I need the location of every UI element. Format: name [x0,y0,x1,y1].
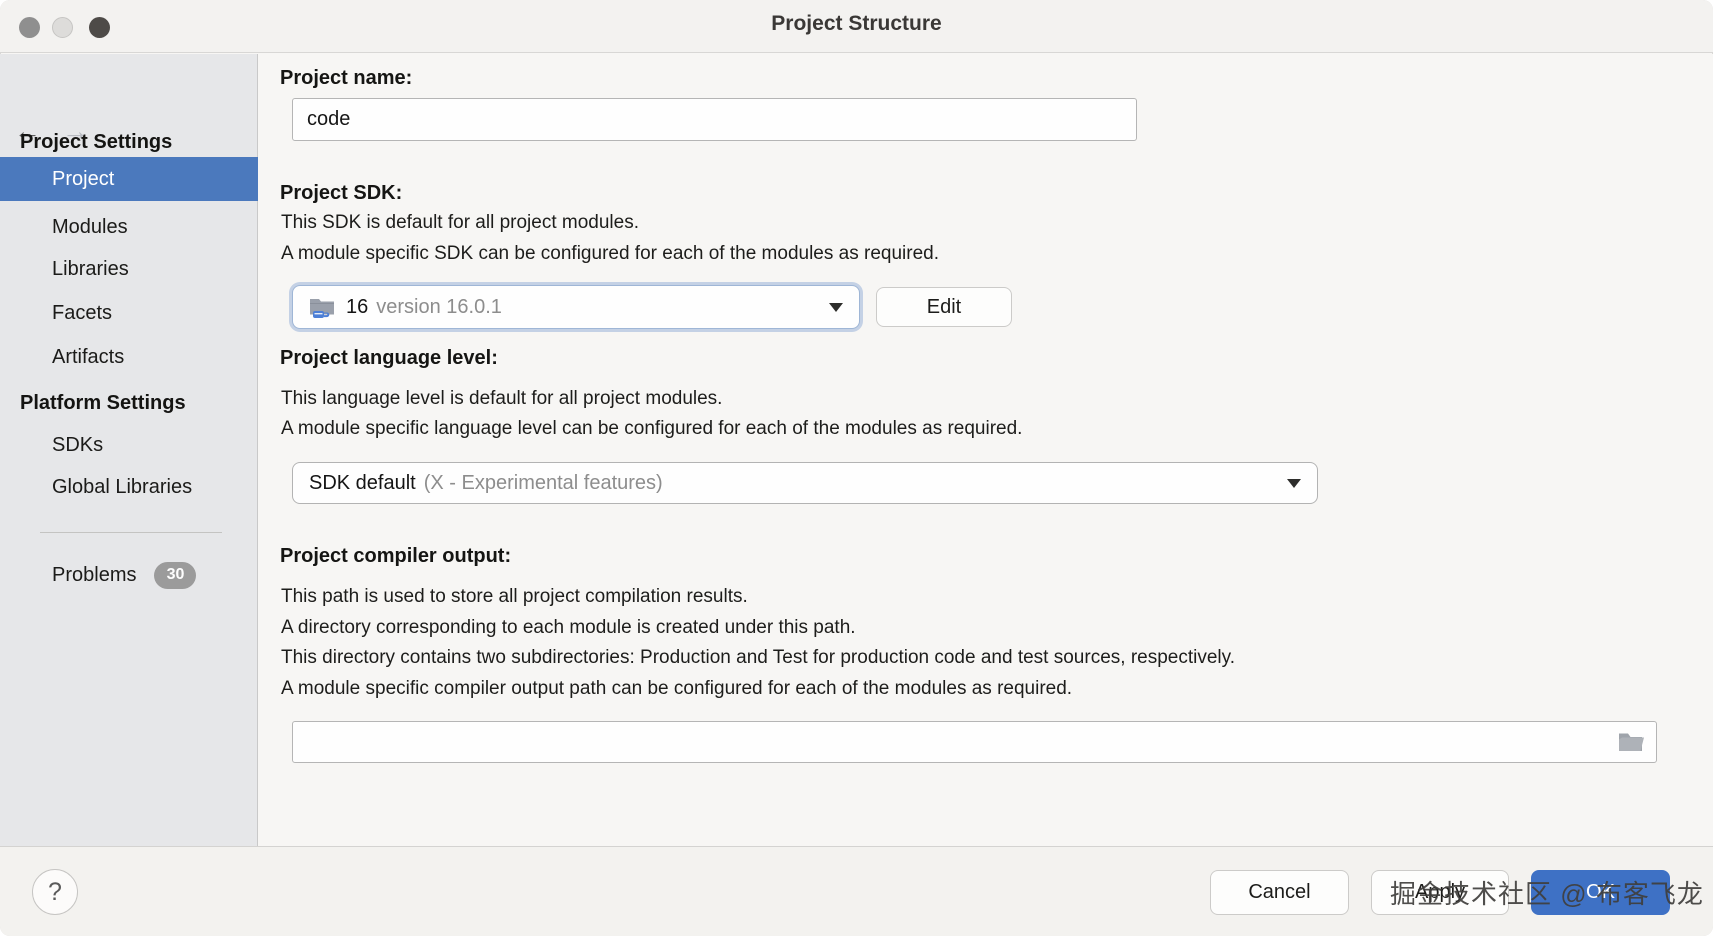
section-header-platform-settings: Platform Settings [20,392,186,414]
project-sdk-description-2: A module specific SDK can be configured … [281,243,939,264]
language-level-selected: SDK default [309,471,416,494]
sidebar-item-artifacts[interactable]: Artifacts [52,346,125,368]
project-name-input[interactable] [293,108,1136,131]
project-sdk-dropdown[interactable]: 16 version 16.0.1 [292,285,860,329]
question-mark-icon: ? [48,877,62,906]
compiler-output-description-2: A directory corresponding to each module… [281,617,856,638]
sdk-selected-name: 16 [346,295,369,318]
help-button[interactable]: ? [32,869,78,915]
ok-button[interactable]: OK [1531,870,1670,915]
sidebar-item-libraries[interactable]: Libraries [52,258,129,280]
browse-folder-icon[interactable] [1617,731,1644,754]
language-level-description-1: This language level is default for all p… [281,388,723,409]
window-title: Project Structure [771,12,942,35]
compiler-output-input[interactable] [293,730,1656,754]
chevron-down-icon [1287,479,1301,488]
sidebar-item-project[interactable]: Project [0,157,258,201]
compiler-output-label: Project compiler output: [280,545,512,567]
sidebar-item-global-libraries[interactable]: Global Libraries [52,476,193,498]
main-content: Project name: Project SDK: This SDK is d… [259,54,1713,846]
sdk-jdk-icon [310,298,334,318]
sidebar-item-facets[interactable]: Facets [52,302,113,324]
language-level-selected-detail: (X - Experimental features) [423,471,663,494]
compiler-output-field[interactable] [292,721,1657,763]
sidebar-item-problems[interactable]: Problems 30 [0,553,258,597]
edit-sdk-button[interactable]: Edit [876,287,1012,327]
sidebar: ← → Project Settings Project Modules Lib… [0,54,258,846]
sdk-selected-version: version 16.0.1 [376,295,502,318]
compiler-output-description-1: This path is used to store all project c… [281,586,748,607]
zoom-window-icon[interactable] [89,17,110,38]
project-name-field[interactable] [292,98,1137,141]
cancel-button[interactable]: Cancel [1210,870,1349,915]
minimize-window-icon[interactable] [52,17,73,38]
problems-label: Problems [52,563,137,586]
close-window-icon[interactable] [19,17,40,38]
sidebar-item-modules[interactable]: Modules [52,216,128,238]
compiler-output-description-3: This directory contains two subdirectori… [281,647,1235,668]
language-level-description-2: A module specific language level can be … [281,418,1023,439]
forward-arrow-icon: → [62,116,89,146]
project-name-label: Project name: [280,67,413,89]
project-sdk-label: Project SDK: [280,182,403,204]
titlebar: Project Structure [0,0,1713,53]
apply-button[interactable]: Apply [1371,870,1509,915]
back-arrow-icon[interactable]: ← [14,116,41,146]
sidebar-item-sdks[interactable]: SDKs [52,434,104,456]
language-level-label: Project language level: [280,347,498,369]
section-header-project-settings: Project Settings [20,131,173,153]
footer-bar: ? Cancel Apply OK 掘金技术社区 @ 布客飞龙 [0,846,1713,936]
compiler-output-description-4: A module specific compiler output path c… [281,678,1073,699]
chevron-down-icon [829,303,843,312]
problems-count-badge: 30 [154,561,197,589]
sidebar-divider [40,532,222,533]
language-level-dropdown[interactable]: SDK default (X - Experimental features) [292,462,1318,504]
project-sdk-description-1: This SDK is default for all project modu… [281,212,639,233]
